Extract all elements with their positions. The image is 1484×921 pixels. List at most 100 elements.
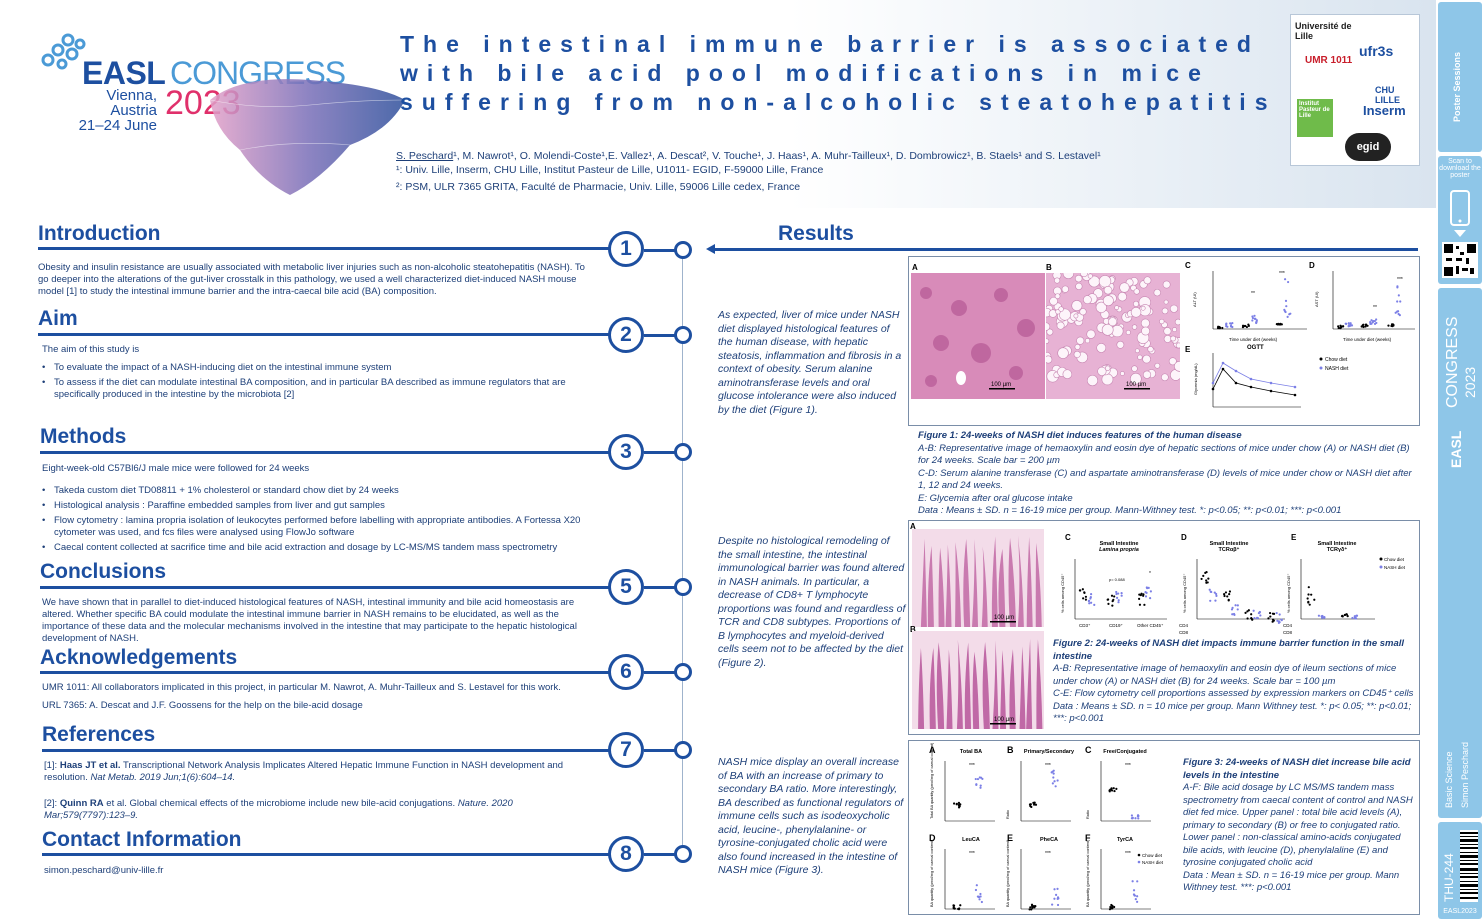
ogtt-point-nash	[1234, 369, 1238, 373]
lamina-point	[1117, 599, 1120, 602]
lamina-point	[1087, 599, 1090, 603]
fat-vacuole	[1120, 371, 1125, 376]
villus	[998, 548, 1006, 627]
villus	[927, 546, 934, 627]
barcode-icon	[1460, 830, 1478, 902]
fig3-point-chow	[1033, 802, 1036, 805]
tcrgd-point	[1353, 615, 1356, 618]
lead-author: S. Peschard	[396, 150, 454, 162]
timeline-node	[674, 443, 692, 461]
fat-vacuole	[1133, 300, 1140, 307]
contact-title: Contact Information	[42, 828, 242, 851]
reference-1: [1]: Haas JT et al. Transcriptional Netw…	[44, 760, 564, 783]
fig3-point-nash	[1137, 817, 1140, 820]
contact-email[interactable]: simon.peschard@univ-lille.fr	[44, 865, 164, 876]
aim-body: The aim of this study is To evaluate the…	[42, 344, 598, 404]
timeline-node	[674, 326, 692, 344]
sidebar-poster-label: Poster Sessions	[1452, 51, 1462, 122]
fig3-point-nash	[981, 777, 984, 780]
connector	[644, 451, 676, 454]
alt-point-nash	[1288, 313, 1291, 316]
tcrab-point	[1223, 592, 1226, 596]
fat-vacuole	[1130, 307, 1142, 318]
acknowledgements-title: Acknowledgements	[40, 646, 238, 669]
fig3-point-nash	[979, 892, 982, 896]
partner-egid: egid	[1345, 133, 1391, 161]
alt-point-chow	[1218, 327, 1221, 330]
lamina-point	[1084, 598, 1088, 601]
tcrab-point	[1208, 588, 1211, 591]
fat-vacuole	[1083, 295, 1092, 305]
fat-vacuole	[1133, 288, 1140, 295]
alt-point-nash	[1284, 299, 1288, 302]
tcrgd-point	[1306, 597, 1309, 600]
fat-vacuole	[1062, 273, 1075, 279]
tcrab-point	[1259, 614, 1262, 617]
fig3-ylabel: BA quantity (pmol/mg of caecal content)	[930, 839, 934, 907]
tcrab-point	[1267, 617, 1270, 620]
tcrgd-point	[1343, 613, 1347, 617]
logo-city: Vienna, Austria	[106, 87, 157, 119]
fat-vacuole	[1138, 304, 1152, 317]
villus	[918, 648, 925, 729]
fig3-point-chow	[952, 802, 956, 805]
villus	[1008, 537, 1016, 627]
timeline-node	[674, 663, 692, 681]
fig3-point-nash	[1053, 888, 1056, 891]
alt-point-chow	[1221, 326, 1224, 330]
fig1-label-c: C	[1185, 261, 1191, 270]
svg-text:100 µm: 100 µm	[994, 615, 1014, 621]
fig1-c-xlabel: Time under diet (weeks)	[1229, 337, 1278, 342]
significance: ***	[1125, 763, 1131, 769]
alt-point-nash	[1283, 278, 1287, 281]
fig3-point-nash	[1136, 815, 1140, 818]
svg-text:**: **	[1251, 291, 1255, 297]
fig3-point-nash	[979, 895, 982, 898]
villus	[972, 651, 980, 729]
tcrab-point	[1213, 591, 1216, 594]
fig3-point-chow	[1029, 906, 1032, 909]
section-number-6: 6	[608, 654, 644, 690]
tcrab-point	[1209, 590, 1212, 593]
fat-vacuole	[1074, 343, 1081, 350]
alt-point-nash	[1286, 315, 1289, 318]
timeline-node	[674, 741, 692, 759]
fig3-point-nash	[1051, 770, 1054, 773]
svg-text:CD19⁺: CD19⁺	[1109, 623, 1124, 628]
fig3-point-nash	[1136, 880, 1139, 883]
aim-title: Aim	[38, 307, 78, 330]
villus	[982, 642, 990, 729]
svg-text:% cells among CD45⁺: % cells among CD45⁺	[1060, 574, 1065, 613]
title-line-1: The intestinal immune barrier is associa…	[400, 31, 1260, 57]
tcrab-point	[1256, 617, 1260, 620]
alt-point-nash	[1225, 322, 1228, 325]
aim-item: To evaluate the impact of a NASH-inducin…	[42, 362, 598, 374]
acknowledgements-body: UMR 1011: All collaborators implicated i…	[42, 682, 602, 712]
fat-vacuole	[1142, 354, 1151, 364]
fig3-point-nash	[1054, 893, 1058, 896]
ast-point-chow	[1364, 325, 1367, 328]
fig3-point-nash	[1051, 782, 1054, 785]
fig3-caption-title: Figure 3: 24-weeks of NASH diet increase…	[1183, 757, 1411, 781]
methods-item: Histological analysis : Paraffine embedd…	[42, 500, 598, 512]
qr-code-icon[interactable]	[1442, 242, 1478, 278]
sidebar-code-band: THU-244 EASL2023	[1438, 822, 1482, 919]
alt-point-nash	[1287, 280, 1290, 284]
ast-point-chow	[1387, 324, 1390, 327]
fig2-tcrgd-chart: % cells among CD45⁺ CD4 CD8 Chow diet NA…	[1283, 557, 1406, 635]
legend-nash: NASH diet	[1142, 860, 1164, 865]
ast-point-nash	[1373, 322, 1377, 325]
tcrgd-point	[1351, 616, 1354, 620]
tcrab-point	[1252, 609, 1255, 612]
figure-2-caption: Figure 2: 24-weeks of NASH diet impacts …	[1053, 638, 1414, 724]
tcrgd-point	[1355, 614, 1358, 617]
fat-vacuole	[1104, 365, 1111, 371]
fat-vacuole	[1170, 335, 1177, 342]
fig3-point-nash	[1056, 887, 1059, 890]
connector	[644, 249, 676, 252]
section-number-8: 8	[608, 836, 644, 872]
lamina-point	[1082, 597, 1085, 600]
lamina-point	[1145, 591, 1148, 594]
fig1-ast-chart: AST (UI) Time under diet (weeks) ** ***	[1314, 271, 1415, 342]
sidebar-download[interactable]: Scan to download the poster	[1438, 156, 1482, 284]
